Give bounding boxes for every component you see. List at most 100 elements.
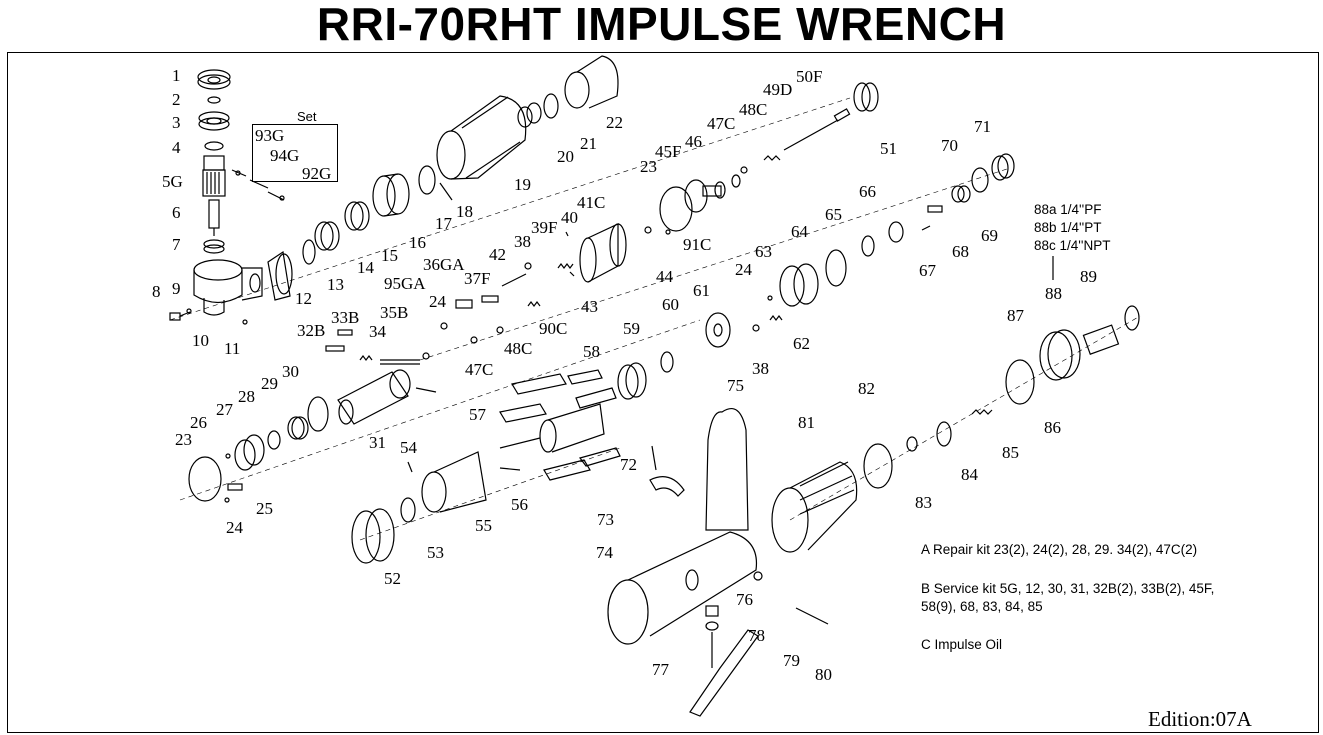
fitting-option-88a: 88a 1/4''PF — [1034, 202, 1102, 217]
part-label: 78 — [748, 626, 765, 645]
part-label: 8 — [152, 282, 161, 301]
part-48c-spring — [763, 155, 781, 161]
part-label: 11 — [224, 339, 241, 358]
part-label: 51 — [880, 139, 897, 158]
part-label: 82 — [858, 379, 875, 398]
part-label: 36GA — [423, 255, 465, 274]
part-76-valve — [705, 605, 719, 631]
part-label: 48C — [739, 100, 768, 119]
part-label: 41C — [577, 193, 606, 212]
part-73-trigger — [649, 476, 685, 497]
part-label: 79 — [783, 651, 800, 670]
part-label: 17 — [435, 214, 452, 233]
part-label: 33B — [331, 308, 360, 327]
impulse-oil-note: C Impulse Oil — [921, 637, 1003, 652]
part-label: 18 — [456, 202, 473, 221]
part-16-ring-nut — [372, 173, 410, 217]
part-label: 24 — [735, 260, 752, 279]
part-label: 76 — [736, 590, 753, 609]
part-48c-ball — [496, 326, 504, 334]
part-label: 32B — [297, 321, 326, 340]
part-label: 67 — [919, 261, 936, 280]
set-label: Set — [297, 109, 317, 124]
part-label: 89 — [1080, 267, 1097, 286]
part-label: 46 — [685, 132, 702, 151]
part-54-pin — [407, 461, 413, 473]
part-20-sleeve — [517, 102, 542, 128]
part-9-pin — [186, 308, 192, 314]
part-label: 38 — [752, 359, 769, 378]
part-4-ring — [204, 141, 224, 151]
part-51-cap — [853, 82, 879, 112]
part-14-bearing — [314, 221, 340, 251]
part-56-pin — [499, 467, 521, 471]
part-label: 31 — [369, 433, 386, 452]
part-label: 59 — [623, 319, 640, 338]
part-25-valve — [227, 483, 243, 491]
part-10-housing — [193, 259, 263, 316]
part-47c-ball-2 — [470, 336, 478, 344]
part-88-inlet — [1082, 324, 1120, 355]
part-label: 77 — [652, 660, 669, 679]
part-18-pin — [439, 182, 453, 201]
part-50f-valve — [833, 108, 851, 122]
part-label: 72 — [620, 455, 637, 474]
part-85-spring — [971, 409, 993, 415]
part-label: 86 — [1044, 418, 1061, 437]
part-label: 7 — [172, 235, 181, 254]
part-35b-blade — [380, 359, 420, 365]
part-69-plug — [951, 185, 971, 203]
part-label: 40 — [561, 208, 578, 227]
part-label: 27 — [216, 400, 233, 419]
part-label: 22 — [606, 113, 623, 132]
part-49d-rod — [783, 119, 839, 151]
part-label: 52 — [384, 569, 401, 588]
part-label: 93G — [255, 126, 285, 145]
part-53-bearing — [400, 497, 416, 523]
part-64-oring — [825, 249, 847, 287]
diagram-frame — [7, 52, 1319, 733]
part-label: 62 — [793, 334, 810, 353]
part-26-pin — [225, 453, 231, 459]
part-label: 74 — [596, 543, 613, 562]
part-label: 39F — [531, 218, 558, 237]
part-1-cap — [197, 69, 231, 90]
part-22-cover — [564, 55, 619, 109]
set-box — [252, 124, 338, 182]
part-7-bearing — [203, 239, 225, 254]
part-label: 1 — [172, 66, 181, 85]
part-label: 81 — [798, 413, 815, 432]
part-label: 2 — [172, 90, 181, 109]
part-label: 90C — [539, 319, 568, 338]
service-kit-note-line1: B Service kit 5G, 12, 30, 31, 32B(2), 33… — [921, 581, 1215, 596]
part-39f-spring — [557, 263, 574, 269]
part-label: 5G — [162, 172, 183, 191]
part-24-ball-3 — [767, 295, 773, 301]
part-29-bearing — [287, 416, 309, 440]
part-label: 84 — [961, 465, 978, 484]
part-95ga-ball — [440, 322, 448, 330]
part-38-ball — [524, 262, 532, 270]
part-91c-screw — [665, 229, 671, 235]
part-13-washer — [302, 239, 316, 265]
part-82-oring — [863, 443, 893, 489]
part-24-ball — [422, 352, 430, 360]
fitting-option-88b: 88b 1/4''PT — [1034, 220, 1102, 235]
part-84-gear — [936, 421, 952, 447]
part-44-ball — [644, 226, 652, 234]
fitting-option-88c: 88c 1/4''NPT — [1034, 238, 1111, 253]
part-label: 30 — [282, 362, 299, 381]
part-12-rotor-gear — [267, 250, 293, 301]
part-86-washer — [1005, 359, 1035, 405]
part-52-ring-nut — [351, 508, 395, 564]
part-28-oring — [267, 430, 281, 450]
part-59-end-plate — [617, 362, 647, 400]
part-label: 60 — [662, 295, 679, 314]
part-label: 10 — [192, 331, 209, 350]
part-label: 88 — [1045, 284, 1062, 303]
part-label: 57 — [469, 405, 486, 424]
part-label: 65 — [825, 205, 842, 224]
part-label: 56 — [511, 495, 528, 514]
part-40-pin — [565, 231, 569, 237]
